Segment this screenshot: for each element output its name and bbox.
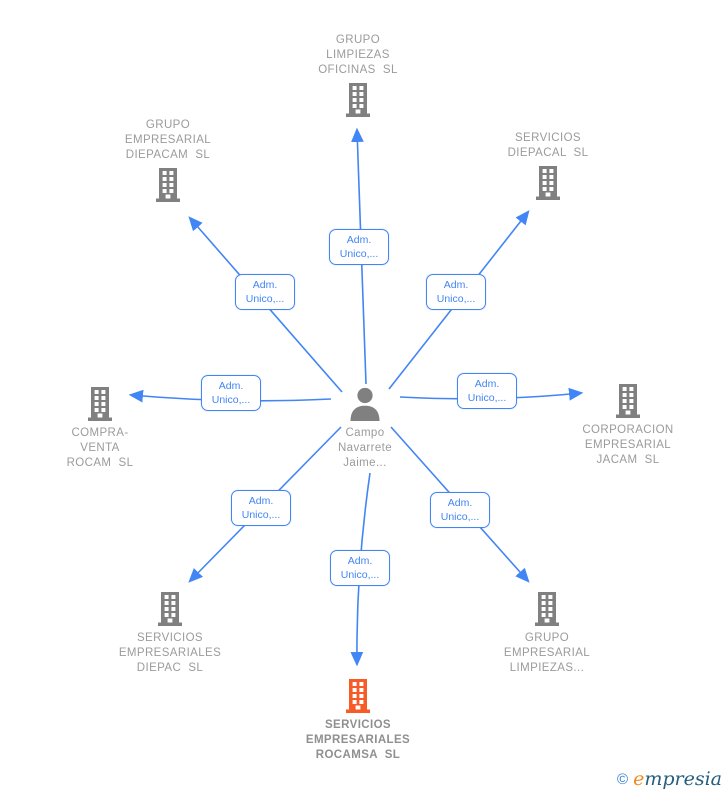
building-icon [529,592,565,626]
company-label: SERVICIOS EMPRESARIALES ROCAMSA SL [305,719,411,761]
empresia-logo[interactable]: © empresia [617,769,722,789]
person-icon [348,387,382,421]
company-node-corporacion-empresarial-jacam[interactable]: CORPORACION EMPRESARIAL JACAM SL [558,384,698,468]
building-icon [610,384,646,418]
relation-label-box[interactable]: Adm. Unico,... [329,229,389,265]
relation-label-box[interactable]: Adm. Unico,... [426,274,486,310]
company-label: SERVICIOS EMPRESARIALES DIEPAC SL [118,632,222,674]
company-label: SERVICIOS DIEPACAL SL [507,132,589,159]
brand-text: empresia [633,768,722,790]
building-icon [150,168,186,202]
person-node-campo-navarrete-jaime[interactable]: Campo Navarrete Jaime... [295,387,435,471]
building-icon-highlighted [340,679,376,713]
company-label: GRUPO EMPRESARIAL DIEPACAM SL [124,119,212,161]
company-label: GRUPO LIMPIEZAS OFICINAS SL [318,34,398,76]
relation-label-box[interactable]: Adm. Unico,... [430,492,490,528]
relation-label-box[interactable]: Adm. Unico,... [457,373,517,409]
building-icon [340,83,376,117]
company-label: COMPRA- VENTA ROCAM SL [66,427,134,469]
company-node-servicios-empresariales-rocamsa[interactable]: SERVICIOS EMPRESARIALES ROCAMSA SL [288,679,428,763]
relation-label-box[interactable]: Adm. Unico,... [235,274,295,310]
company-node-servicios-empresariales-diepac[interactable]: SERVICIOS EMPRESARIALES DIEPAC SL [100,592,240,676]
company-node-grupo-limpiezas-oficinas[interactable]: GRUPO LIMPIEZAS OFICINAS SL [288,33,428,117]
building-icon [530,166,566,200]
company-node-compra-venta-rocam[interactable]: COMPRA- VENTA ROCAM SL [30,387,170,471]
copyright-icon: © [617,770,629,788]
relation-label-box[interactable]: Adm. Unico,... [231,490,291,526]
company-node-grupo-empresarial-diepacam[interactable]: GRUPO EMPRESARIAL DIEPACAM SL [98,118,238,202]
person-label: Campo Navarrete Jaime... [337,427,393,469]
relation-label-box[interactable]: Adm. Unico,... [330,550,390,586]
company-node-grupo-empresarial-limpiezas[interactable]: GRUPO EMPRESARIAL LIMPIEZAS... [477,592,617,676]
building-icon [82,387,118,421]
building-icon [152,592,188,626]
company-label: CORPORACION EMPRESARIAL JACAM SL [582,424,674,466]
relation-label-box[interactable]: Adm. Unico,... [201,375,261,411]
company-label: GRUPO EMPRESARIAL LIMPIEZAS... [503,632,591,674]
company-node-servicios-diepacal[interactable]: SERVICIOS DIEPACAL SL [478,131,618,200]
